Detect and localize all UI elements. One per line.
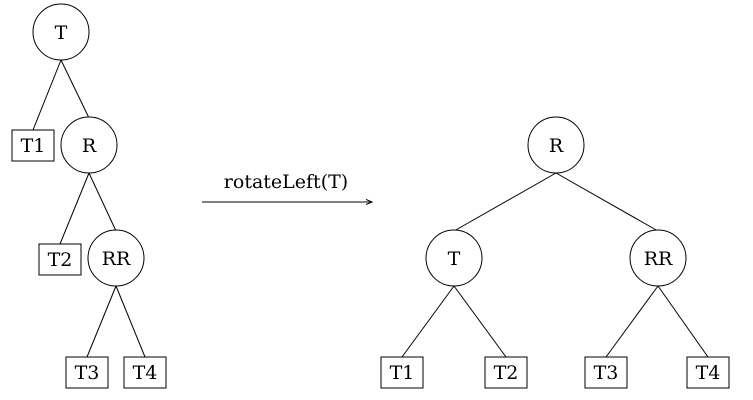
- before-leaf-t1: T1: [11, 129, 55, 162]
- before-node-rr: RR: [87, 229, 145, 287]
- before-node-rr-label: RR: [102, 248, 131, 270]
- before-node-t-label: T: [55, 22, 68, 44]
- after-node-rr: RR: [629, 229, 687, 287]
- before-edge-rr-t4: [115, 285, 146, 358]
- after-leaf-t1: T1: [380, 356, 424, 389]
- before-leaf-t1-label: T1: [21, 135, 46, 157]
- before-tree: T T1 R T2 RR T3 T4: [11, 3, 167, 389]
- before-edge-rr-t3: [86, 285, 117, 358]
- after-leaf-t4-label: T4: [696, 362, 721, 384]
- before-leaf-t4-label: T4: [133, 362, 158, 384]
- after-edge-r-rr: [555, 172, 659, 232]
- before-edge-r-rr: [88, 172, 117, 232]
- before-edge-t-t1: [32, 59, 62, 131]
- after-edge-t-t1: [401, 285, 455, 358]
- after-leaf-t3: T3: [584, 356, 628, 389]
- after-leaf-t2: T2: [484, 356, 528, 389]
- rotate-left-arrow: rotateLeft(T): [202, 171, 372, 202]
- after-node-r-label: R: [549, 135, 564, 157]
- before-node-r: R: [60, 116, 118, 174]
- before-leaf-t2: T2: [38, 243, 82, 276]
- after-edge-rr-t4: [657, 285, 709, 358]
- after-node-r: R: [527, 116, 585, 174]
- operation-label: rotateLeft(T): [224, 171, 348, 193]
- before-node-r-label: R: [82, 135, 97, 157]
- before-edge-r-t2: [59, 172, 90, 245]
- after-leaf-t3-label: T3: [594, 362, 619, 384]
- before-leaf-t4: T4: [123, 356, 167, 389]
- after-node-t-label: T: [448, 248, 461, 270]
- after-tree: R T RR T1 T2 T3 T4: [380, 116, 730, 389]
- after-edge-t-t2: [453, 285, 507, 358]
- after-node-rr-label: RR: [644, 248, 673, 270]
- after-edge-r-t: [453, 172, 557, 232]
- before-leaf-t2-label: T2: [48, 249, 73, 271]
- after-edge-rr-t3: [605, 285, 659, 358]
- after-leaf-t4: T4: [686, 356, 730, 389]
- after-node-t: T: [425, 229, 483, 287]
- after-leaf-t1-label: T1: [390, 362, 415, 384]
- before-node-t: T: [32, 3, 90, 61]
- after-leaf-t2-label: T2: [494, 362, 519, 384]
- before-leaf-t3: T3: [65, 356, 109, 389]
- before-edge-t-r: [60, 59, 90, 119]
- before-leaf-t3-label: T3: [75, 362, 100, 384]
